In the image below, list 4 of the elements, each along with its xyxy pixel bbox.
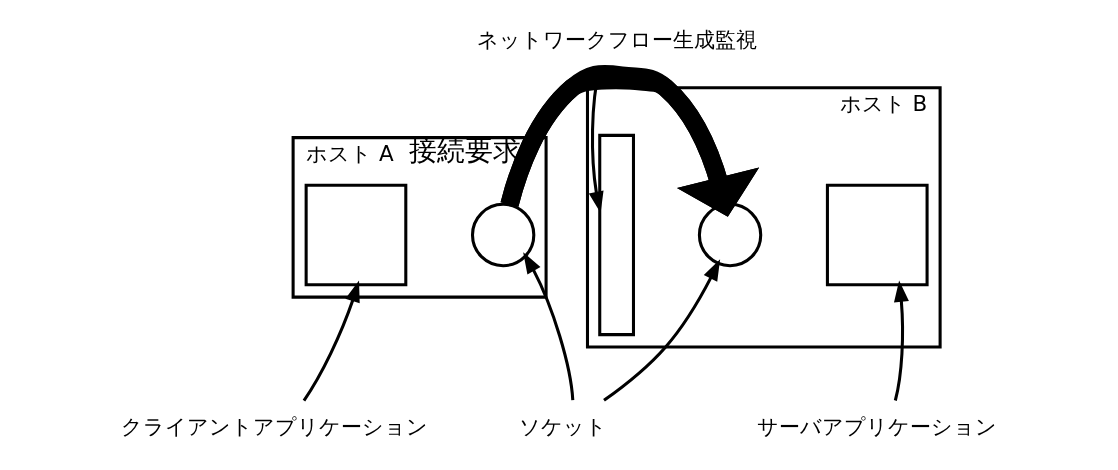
node-text: ネットワークフロー生成監視 (476, 27, 757, 53)
node-text: ソケット (518, 413, 607, 439)
node-text: クライアントアプリケーション (120, 413, 428, 439)
node-text: サーバアプリケーション (756, 413, 997, 439)
